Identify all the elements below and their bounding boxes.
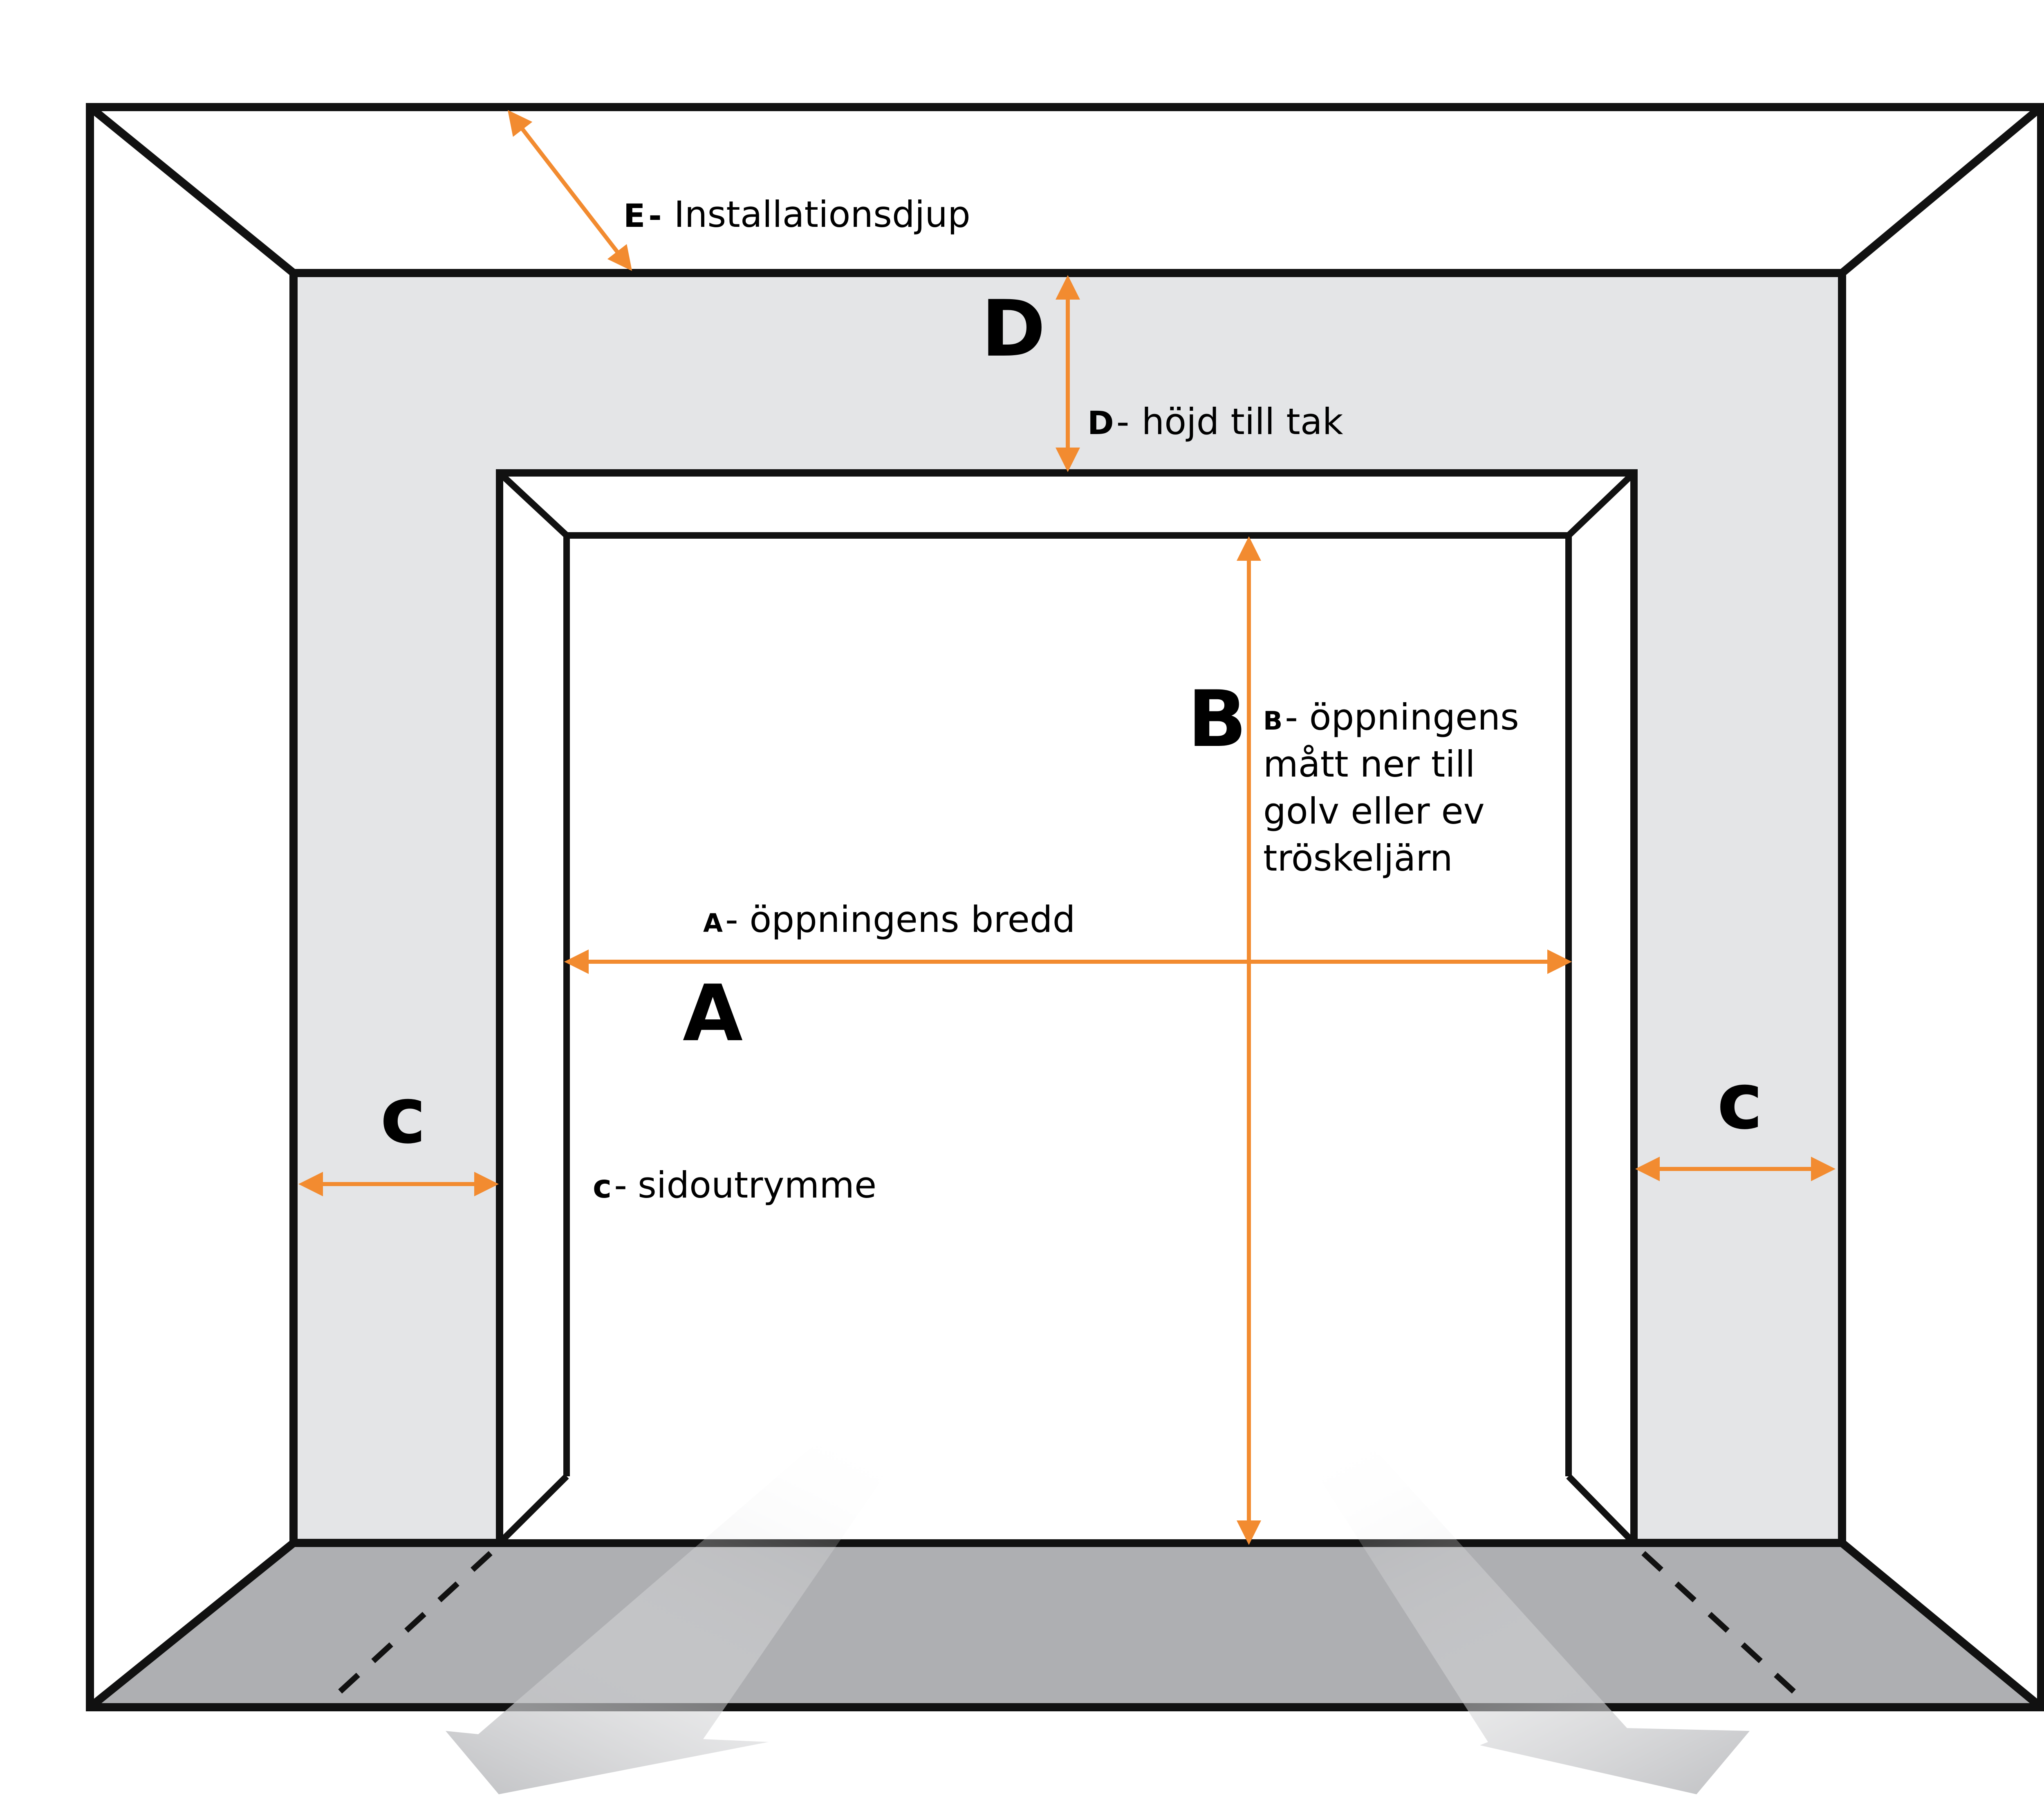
light-beam-left (446, 1371, 957, 1794)
label-b-dash: - (1285, 696, 1298, 738)
label-d-dash: - (1116, 401, 1130, 443)
label-e: E-Installationsdjup (623, 193, 970, 235)
label-b-line-1: öppningens (1309, 696, 1519, 738)
ceiling-corner-left (87, 104, 296, 276)
door-frame-outer (496, 469, 1638, 1547)
floor-dash-right (1641, 1551, 1813, 1710)
reveal-corner-tr (1566, 470, 1636, 538)
reveal-corner-br (1566, 1474, 1636, 1545)
label-b-line-4: tröskeljärn (1263, 837, 1453, 879)
label-b-line-2: mått ner till (1263, 743, 1475, 785)
label-a-code: A (703, 908, 723, 938)
label-e-text: Installationsdjup (674, 193, 970, 235)
light-beam-right (1251, 1371, 1750, 1794)
big-letter-c-right: c (1717, 1056, 1763, 1146)
big-letter-b: B (1188, 674, 1247, 764)
label-d-text: höjd till tak (1142, 401, 1343, 443)
label-a-dash: - (725, 898, 739, 940)
label-b: B-öppningens (1263, 696, 1519, 738)
arrow-e-installation-depth (507, 110, 632, 271)
label-d-code: D (1087, 405, 1114, 442)
big-letter-d: D (981, 284, 1046, 374)
label-b-code: B (1263, 706, 1282, 736)
label-a: A-öppningens bredd (703, 898, 1076, 940)
label-c: c-sidoutrymme (593, 1164, 876, 1206)
reveal-corner-tl (497, 470, 569, 538)
label-d: D-höjd till tak (1087, 401, 1343, 443)
reveal-corner-bl (497, 1474, 569, 1545)
big-letter-c-left: c (380, 1070, 426, 1161)
floor (86, 1539, 2044, 1711)
label-c-text: sidoutrymme (638, 1164, 876, 1206)
big-letter-a: A (683, 968, 743, 1059)
label-c-code: c (593, 1169, 612, 1205)
label-a-text: öppningens bredd (749, 898, 1075, 940)
floor-dash-left (321, 1551, 493, 1710)
label-e-code: E (623, 198, 645, 235)
label-e-dash: - (648, 198, 661, 235)
ceiling-corner-right (1839, 104, 2044, 276)
label-c-dash: - (614, 1164, 627, 1206)
label-b-line-3: golv eller ev (1263, 790, 1485, 832)
